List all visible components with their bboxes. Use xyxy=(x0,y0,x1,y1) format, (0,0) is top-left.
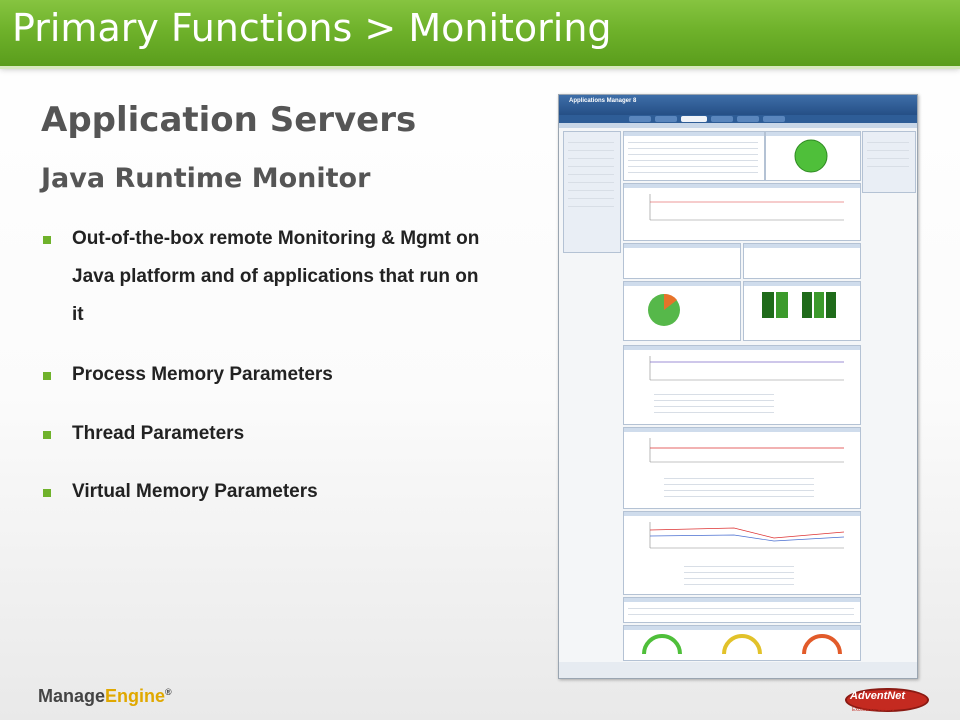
screenshot-sidebar xyxy=(563,131,621,253)
screenshot-availability xyxy=(765,131,861,181)
section-heading: Application Servers xyxy=(41,100,417,140)
screenshot-header: Applications Manager 8 xyxy=(559,95,917,115)
screenshot-monitor-info xyxy=(623,131,765,181)
bullet-square-icon xyxy=(43,236,51,244)
bullet-square-icon xyxy=(43,372,51,380)
adventnet-logo-badge xyxy=(845,688,929,712)
adventnet-logo-text: AdventNet xyxy=(850,690,906,702)
bullet-text: Thread Parameters xyxy=(72,423,245,444)
bullet-text: Virtual Memory Parameters xyxy=(72,481,318,502)
screenshot-nav xyxy=(559,115,917,123)
screenshot-cpu-usage xyxy=(743,243,861,279)
title-bar: Primary Functions > Monitoring xyxy=(0,0,960,66)
screenshot-system-memory xyxy=(623,281,741,341)
manageengine-logo: ManageEngine® xyxy=(38,686,172,706)
screenshot-gauges xyxy=(623,625,861,661)
app-screenshot: Applications Manager 8 xyxy=(558,94,918,679)
screenshot-thread-statistics xyxy=(623,511,861,595)
section-subheading: Java Runtime Monitor xyxy=(41,163,371,194)
screenshot-right-sidebar xyxy=(862,131,916,193)
screenshot-memory-usage xyxy=(623,243,741,279)
screenshot-nonheap-memory xyxy=(623,427,861,509)
screenshot-connection-chart xyxy=(623,183,861,241)
bullet-text: Process Memory Parameters xyxy=(72,364,333,385)
bullet-text: Out-of-the-box remote Monitoring & Mgmt … xyxy=(72,228,480,325)
screenshot-vm-statistics xyxy=(623,597,861,623)
screenshot-heap-memory xyxy=(623,345,861,425)
screenshot-subnav xyxy=(559,123,917,128)
title-underline xyxy=(0,66,960,69)
screenshot-app-title: Applications Manager 8 xyxy=(569,98,637,104)
bullet-square-icon xyxy=(43,489,51,497)
bullet-square-icon xyxy=(43,431,51,439)
screenshot-footer xyxy=(559,662,917,678)
slide-title: Primary Functions > Monitoring xyxy=(12,6,612,50)
screenshot-process-memory xyxy=(743,281,861,341)
adventnet-tagline: Excellence Matters xyxy=(852,707,895,713)
